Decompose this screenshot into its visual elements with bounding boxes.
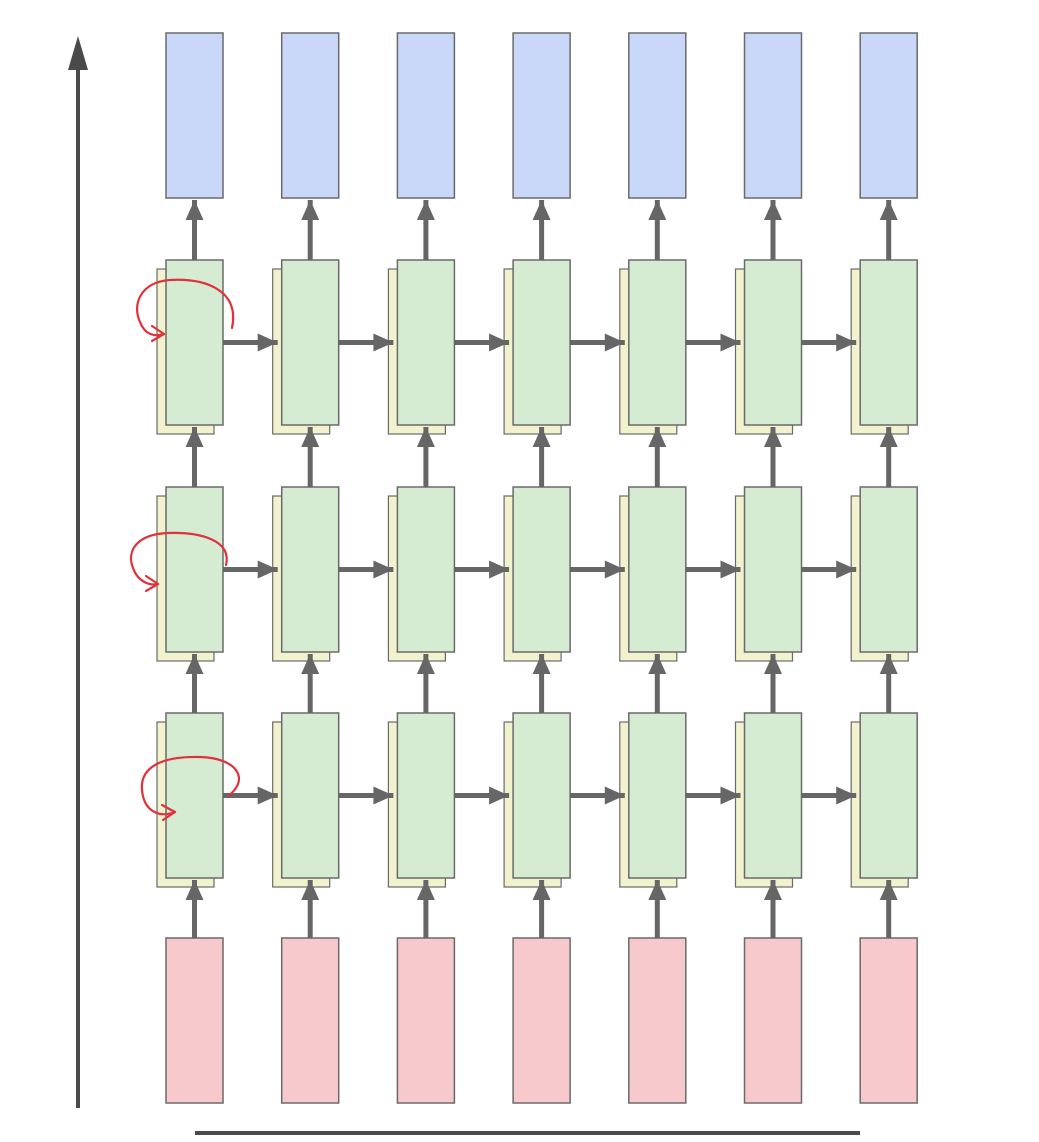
hidden-cell: [396, 259, 456, 426]
vertical-arrow: [301, 200, 320, 260]
boxes-group: [156, 32, 918, 1104]
curved-arrow-icon: [130, 531, 228, 593]
vertical-arrow: [416, 427, 435, 487]
vertical-arrow: [879, 200, 898, 260]
output-box: [280, 32, 340, 199]
output-box: [396, 32, 456, 199]
hidden-cell: [859, 712, 918, 879]
vertical-arrow: [648, 880, 667, 938]
vertical-axis: [68, 36, 88, 1108]
vertical-arrow: [532, 427, 551, 487]
vertical-arrow: [764, 427, 782, 487]
vertical-arrow: [185, 880, 204, 938]
vertical-arrow: [764, 200, 782, 260]
output-box: [743, 32, 803, 199]
vertical-arrow: [532, 200, 551, 260]
recurrent-arrow: [570, 786, 625, 805]
vertical-arrow: [879, 427, 898, 487]
output-box: [859, 32, 918, 199]
vertical-arrow: [185, 427, 204, 487]
input-box: [280, 937, 340, 1104]
hidden-cell: [280, 259, 340, 426]
recurrent-arrow: [685, 786, 741, 805]
input-box: [165, 937, 224, 1104]
hidden-cell: [396, 486, 456, 653]
hidden-cell: [280, 712, 340, 879]
arrows-group: [185, 200, 898, 938]
recurrent-arrow: [570, 560, 625, 579]
vertical-arrow: [416, 200, 435, 260]
input-box: [396, 937, 456, 1104]
hidden-cell: [859, 259, 918, 426]
vertical-arrow: [648, 200, 667, 260]
hidden-cell: [396, 712, 456, 879]
vertical-arrow: [532, 880, 551, 938]
vertical-arrow: [301, 880, 320, 938]
recurrent-arrow: [801, 560, 857, 579]
vertical-arrow: [301, 427, 320, 487]
axes-group: [68, 36, 860, 1135]
vertical-arrow: [416, 880, 435, 938]
hidden-cell: [512, 259, 571, 426]
recurrent-arrow: [685, 560, 741, 579]
vertical-arrow: [764, 654, 782, 713]
recurrent-arrow: [223, 333, 278, 352]
recurrent-arrow: [801, 333, 857, 352]
hidden-cell: [859, 486, 918, 653]
recurrent-arrow: [454, 333, 510, 352]
hidden-cell: [743, 712, 803, 879]
curved-arrow-icon: [136, 278, 235, 343]
input-box: [628, 937, 687, 1104]
vertical-arrow: [532, 654, 551, 713]
hidden-cell: [743, 259, 803, 426]
recurrent-arrow: [338, 560, 394, 579]
recurrent-arrow: [685, 333, 741, 352]
vertical-arrow: [879, 654, 898, 713]
vertical-arrow: [185, 654, 204, 713]
recurrent-arrow: [338, 333, 394, 352]
hidden-cell: [628, 486, 687, 653]
hidden-cell: [165, 712, 224, 879]
hidden-cell: [743, 486, 803, 653]
recurrent-arrow: [454, 786, 510, 805]
hidden-cell: [165, 486, 224, 653]
recurrent-arrow: [223, 786, 278, 805]
hidden-cell: [628, 259, 687, 426]
input-box: [859, 937, 918, 1104]
hidden-cell: [165, 259, 224, 426]
recurrent-arrow: [570, 333, 625, 352]
recurrent-arrow: [338, 786, 394, 805]
output-box: [512, 32, 571, 199]
annotations-group: [130, 278, 240, 822]
recurrent-arrow: [454, 560, 510, 579]
vertical-arrow: [648, 654, 667, 713]
input-box: [512, 937, 571, 1104]
output-box: [165, 32, 224, 199]
curved-arrow-icon: [140, 755, 240, 822]
hidden-cell: [628, 712, 687, 879]
vertical-arrow: [185, 200, 204, 260]
hidden-cell: [280, 486, 340, 653]
vertical-arrow: [764, 880, 782, 938]
vertical-arrow: [879, 880, 898, 938]
output-box: [628, 32, 687, 199]
input-box: [743, 937, 803, 1104]
recurrent-arrow: [223, 560, 278, 579]
vertical-arrow: [301, 654, 320, 713]
vertical-arrow: [648, 427, 667, 487]
hidden-cell: [512, 486, 571, 653]
recurrent-arrow: [801, 786, 857, 805]
vertical-arrow: [416, 654, 435, 713]
hidden-cell: [512, 712, 571, 879]
